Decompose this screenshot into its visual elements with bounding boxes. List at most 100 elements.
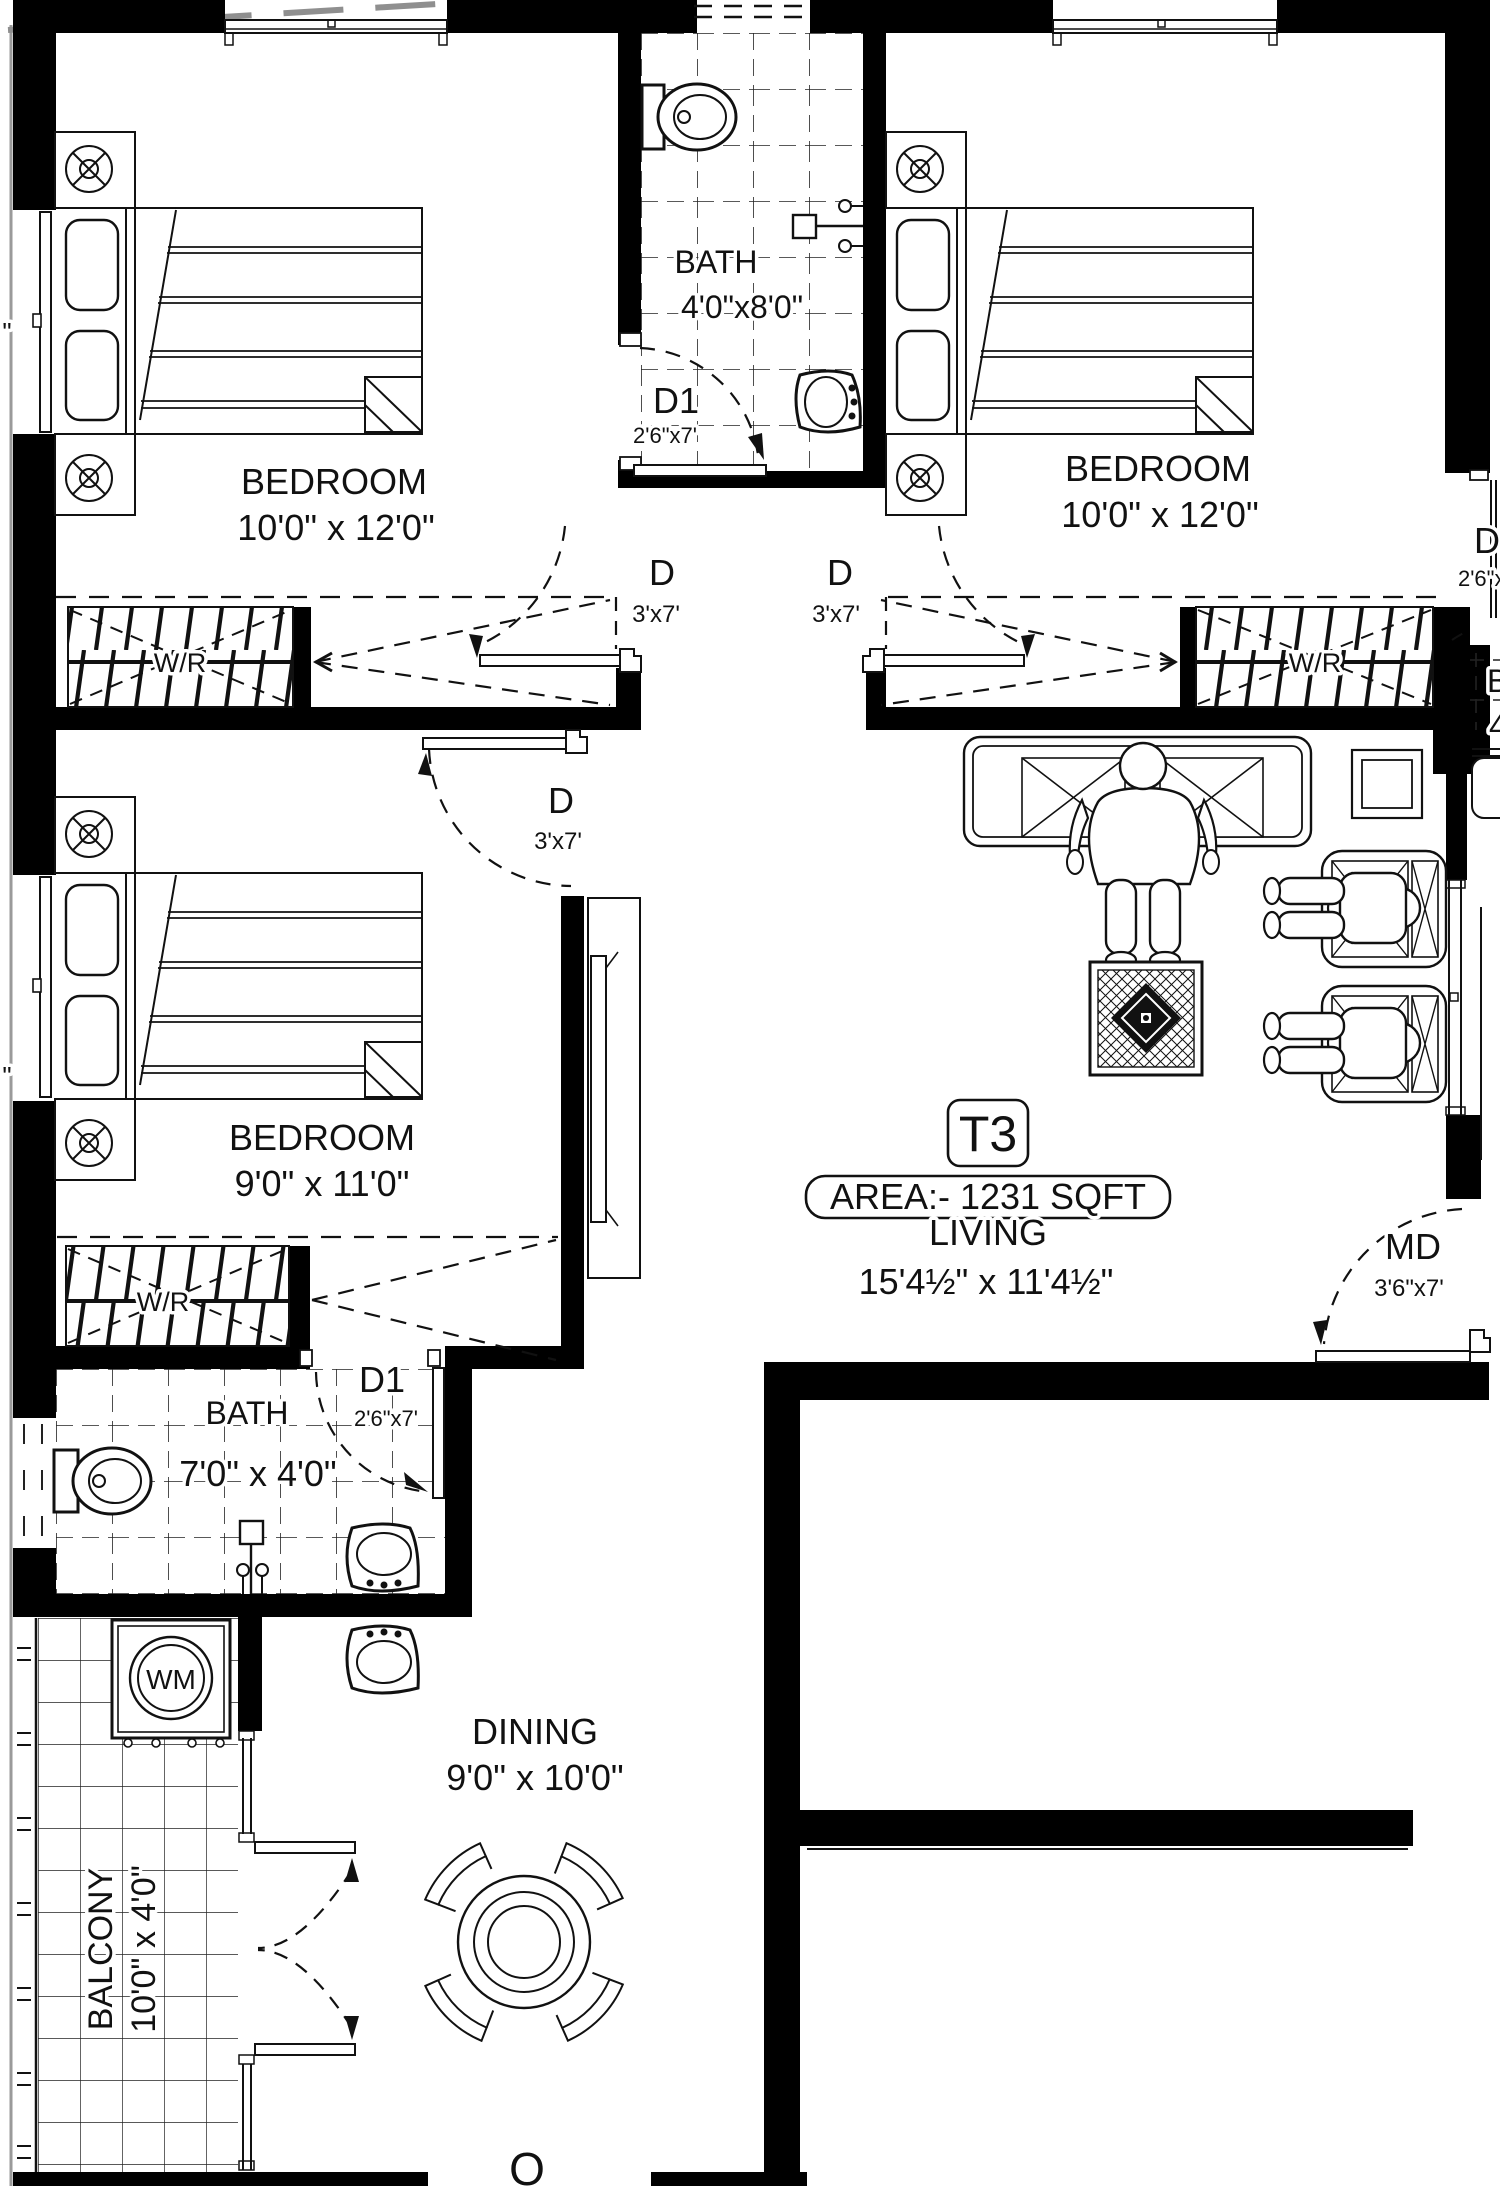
basin-dining-icon xyxy=(345,1624,420,1695)
living-name: LIVING xyxy=(929,1212,1047,1253)
doors xyxy=(254,332,1497,2056)
tv-unit xyxy=(587,897,641,1279)
sofa xyxy=(962,735,1313,970)
lamp-icon xyxy=(65,810,113,858)
dining-chairs xyxy=(423,1841,625,2043)
dining-table xyxy=(456,1874,592,2010)
bedroom2-dims: 10'0" x 12'0" xyxy=(1061,494,1258,535)
door-bed3-size: 3'x7' xyxy=(534,828,582,855)
edge-bath-dim: 4'0"x8'0" xyxy=(1489,708,1500,744)
lamp-icon xyxy=(65,1119,113,1167)
toilet-bath2-icon xyxy=(52,1446,153,1516)
door-bedroom3 xyxy=(418,729,588,888)
basin-bath2-icon xyxy=(345,1522,420,1593)
door-edge-code: D1 xyxy=(1474,520,1500,561)
lamp-icon xyxy=(65,454,113,502)
label-frames xyxy=(804,1098,1172,1220)
bedroom3-dims: 9'0" x 11'0" xyxy=(235,1163,410,1204)
bedroom1-window xyxy=(224,19,448,46)
balcony-window-upper xyxy=(238,1730,255,1843)
bed-fold-corner xyxy=(364,376,423,433)
labels: BEDROOM 10'0" x 12'0" BEDROOM 10'0" x 12… xyxy=(0,241,1500,2186)
bed-bedroom1 xyxy=(32,131,423,516)
door-bath2-code: D1 xyxy=(359,1359,405,1400)
dashed-guides xyxy=(56,595,1443,1362)
bed-fold-corner xyxy=(1195,376,1254,433)
unit-area: AREA:- 1231 SQFT xyxy=(830,1176,1146,1217)
wardrobe1-label: W/R xyxy=(154,648,206,678)
washing-machine xyxy=(110,1618,232,1748)
wardrobes xyxy=(65,606,1434,1347)
living-dims: 15'4½" x 11'4½" xyxy=(859,1261,1114,1302)
edge-inch-mark-2: " xyxy=(2,1061,11,1091)
edge-letter-o: O xyxy=(509,2143,545,2186)
dining-dims: 9'0" x 10'0" xyxy=(446,1757,623,1798)
neighbour-sink-fragment xyxy=(1471,757,1500,819)
lamp-icon xyxy=(896,454,944,502)
wardrobe-bedroom3 xyxy=(65,1245,290,1347)
door-bed2-size: 3'x7' xyxy=(812,601,860,628)
door-bed2-code: D xyxy=(827,552,853,593)
door-main xyxy=(1313,1207,1491,1363)
door-main-code: MD xyxy=(1385,1226,1441,1267)
door-bath1-code: D1 xyxy=(653,380,699,421)
tiled-floors xyxy=(23,33,1500,2172)
person-on-sofa xyxy=(1066,741,1220,970)
balcony-railing xyxy=(17,1618,38,2172)
wardrobe-bedroom1 xyxy=(67,606,294,708)
unit-code: T3 xyxy=(959,1106,1017,1162)
lamp-icon xyxy=(896,145,944,193)
dining-name: DINING xyxy=(472,1711,598,1752)
shower-bath2-icon xyxy=(236,1519,269,1594)
door-bath2 xyxy=(299,1349,445,1499)
door-bedroom1 xyxy=(469,525,642,673)
living-window xyxy=(1445,879,1466,1116)
bed-bedroom2 xyxy=(885,131,1254,516)
windows xyxy=(224,4,1466,2171)
bedroom1-name: BEDROOM xyxy=(241,461,427,502)
balcony-name: BALCONY xyxy=(82,1868,120,2031)
door-edge-size: 2'6"x7' xyxy=(1458,566,1500,591)
bedroom3-name: BEDROOM xyxy=(229,1117,415,1158)
walls xyxy=(13,0,1490,2186)
wardrobe-bedroom2 xyxy=(1195,606,1434,708)
bath2-name: BATH xyxy=(206,1395,289,1431)
bath-fixtures xyxy=(52,82,1500,1695)
bath1-dims: 4'0"x8'0" xyxy=(681,289,803,325)
door-bed1-size: 3'x7' xyxy=(632,601,680,628)
bed-bedroom3 xyxy=(32,796,423,1181)
basin-bath1-icon xyxy=(794,369,862,434)
rug xyxy=(1088,960,1204,1077)
toilet-bath1-icon xyxy=(640,82,738,152)
person-on-armchair xyxy=(1262,1006,1422,1080)
beds xyxy=(32,131,1254,1181)
bed-fold-corner xyxy=(364,1041,423,1098)
bath2-dims: 7'0" x 4'0" xyxy=(179,1453,336,1494)
door-bed1-code: D xyxy=(649,552,675,593)
person-on-armchair xyxy=(1262,871,1422,945)
wardrobe2-label: W/R xyxy=(1289,648,1341,678)
living-furniture xyxy=(587,735,1448,1279)
bedroom1-dims: 10'0" x 12'0" xyxy=(237,507,434,548)
dining-furniture xyxy=(423,1841,625,2043)
door-bath1-size: 2'6"x7' xyxy=(633,423,697,448)
edge-inch-mark-1: " xyxy=(2,317,11,347)
door-bath1 xyxy=(619,332,767,477)
edge-bath-name: BATH xyxy=(1487,663,1500,699)
balcony-dims: 10'0" x 4'0" xyxy=(125,1865,163,2033)
door-bed3-code: D xyxy=(548,780,574,821)
door-bedroom2 xyxy=(862,525,1035,673)
wardrobe3-label: W/R xyxy=(137,1287,189,1317)
bedroom2-name: BEDROOM xyxy=(1065,448,1251,489)
side-table xyxy=(1350,748,1424,820)
bath1-name: BATH xyxy=(675,244,758,280)
washing-machine-label: WM xyxy=(146,1664,196,1695)
bedroom2-window xyxy=(1052,19,1278,46)
armchair-1 xyxy=(1262,849,1448,969)
bath1-vent-window xyxy=(694,4,812,19)
lamp-icon xyxy=(65,145,113,193)
shower-bath1-icon xyxy=(791,199,863,253)
door-bath2-size: 2'6"x7' xyxy=(354,1406,418,1431)
wall-thin-lines xyxy=(807,748,1500,1850)
